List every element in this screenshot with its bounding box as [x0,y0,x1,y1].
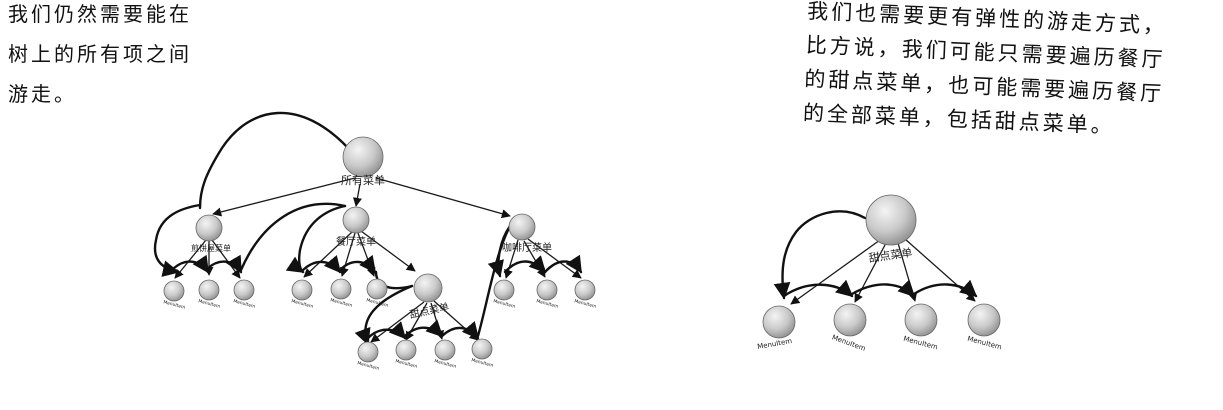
node-menu-item [833,303,867,337]
arc-dessert-item-1-to-2 [366,321,407,340]
edge-diner-item-1 [303,231,353,278]
node-menu-item [434,339,456,361]
label-menu-item: MenuItem [357,360,380,372]
label-menu-item: MenuItem [903,335,939,352]
edge-root-to-pancake [212,177,356,217]
node-menu-item [536,279,558,301]
arc-diner-item-2-to-3 [338,254,377,274]
arc-item-1-to-item-2 [172,254,210,274]
label-menu-item: MenuItem [366,297,389,309]
label-diner-menu: 餐厅菜单 [336,235,376,248]
node-pancake-menu [195,214,223,242]
node-menu-item [904,303,938,337]
label-menu-item: MenuItem [471,357,494,369]
node-menu-item [471,338,493,360]
left-caption-line: 游走。 [8,82,77,106]
node-diner-menu [342,206,370,234]
arc-cafe-item-1-to-2 [503,255,547,274]
edge-pancake-item-1 [174,239,207,279]
node-menu-item [198,279,220,301]
edge-root-to-diner [352,183,362,207]
left-caption-line: 我们仍然需要能在 [8,2,192,26]
left-caption-line: 树上的所有项之间 [8,42,192,66]
node-menu-item [395,339,417,361]
left-tree-traversal-arcs [153,111,583,346]
node-all-menus [342,136,384,178]
label-menu-item: MenuItem [395,358,418,370]
right-tree-labels: 甜点菜单 MenuItem MenuItem MenuItem MenuItem [757,246,1003,353]
left-tree-labels: 所有菜单 煎饼屋菜单 餐厅菜单 咖啡厅菜单 甜点菜单 MenuItem Menu… [163,173,597,372]
node-menu-item [967,303,1001,337]
label-menu-item: MenuItem [574,298,597,310]
arc-dessert-to-item-1 [773,210,867,300]
node-menu-item [574,279,596,301]
right-tree-edges [790,238,976,305]
arc-diner-item-1-to-2 [301,255,342,274]
node-dessert-menu [413,273,443,303]
arc-cafe-item-2-to-3 [543,254,583,274]
label-pancake-menu: 煎饼屋菜单 [191,243,231,253]
label-menu-item: MenuItem [291,298,314,310]
arc-cafe-to-item-1 [487,224,512,278]
right-tree-traversal-arcs [773,210,978,300]
edge-dessert-to-item-2 [854,242,887,303]
arc-item-2-to-item-3 [850,279,916,298]
label-menu-item: MenuItem [536,298,559,310]
arc-dessert-to-item-1 [354,284,414,346]
left-caption: 我们仍然需要能在 树上的所有项之间 游走。 [8,0,192,114]
label-all-menus: 所有菜单 [341,173,385,187]
node-menu-item [163,280,185,302]
node-menu-item [357,341,379,363]
label-dessert-menu-large: 甜点菜单 [868,246,913,265]
arc-diner-to-item-1 [285,204,347,274]
node-menu-item [493,279,515,301]
node-menu-item [762,305,796,339]
arc-item-1-to-item-2 [782,279,854,298]
right-tree-nodes [762,194,1001,339]
arc-root-to-pancake [198,111,352,210]
label-menu-item: MenuItem [198,298,221,310]
label-menu-item: MenuItem [434,358,457,370]
node-menu-item [291,279,313,301]
arc-dessert-item-3-to-4 [440,321,480,340]
label-menu-item: MenuItem [233,298,256,310]
left-tree-edges [174,177,582,343]
edge-dessert-to-item-1 [790,239,881,305]
node-dessert-menu-large [865,194,917,246]
label-dessert-menu: 甜点菜单 [408,300,450,321]
edge-root-to-cafe [375,177,511,219]
arc-pancake-to-item-1 [153,203,202,277]
label-menu-item: MenuItem [330,297,353,309]
label-menu-item: MenuItem [493,298,516,310]
node-menu-item [366,278,388,300]
left-tree-nodes [163,136,596,363]
label-cafe-menu: 咖啡厅菜单 [502,242,552,254]
arc-item-3-to-diner [239,202,347,272]
edge-diner-to-dessert [360,230,416,272]
arc-item-2-to-item-3 [206,254,243,274]
arc-item-3-to-item-4 [912,279,978,298]
arc-dessert-item-2-to-3 [403,319,444,338]
node-cafe-menu [508,213,536,241]
label-menu-item: MenuItem [967,335,1003,352]
node-menu-item [330,278,352,300]
edge-cafe-item-1 [504,239,519,279]
label-menu-item: MenuItem [163,299,186,311]
node-menu-item [233,279,255,301]
edge-diner-item-2 [340,232,356,277]
label-menu-item: MenuItem [757,337,793,351]
